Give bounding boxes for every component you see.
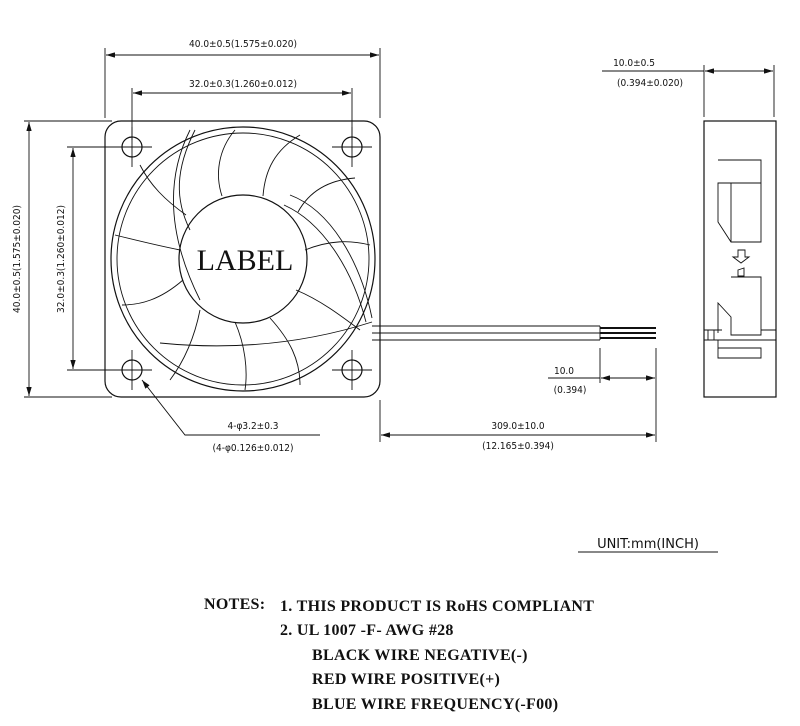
note-line: RED WIRE POSITIVE(+) (312, 671, 500, 688)
fan-hub (178, 194, 308, 324)
dim-wire-length: 309.0±10.0 (491, 421, 545, 432)
fan-shroud (110, 126, 376, 392)
dimensions: 40.0±0.5(1.575±0.020) 32.0±0.3(1.260±0.0… (12, 39, 775, 454)
dim-thickness: 10.0±0.5 (613, 58, 655, 69)
fan-front-view: LABEL (104, 120, 381, 398)
spoke (173, 129, 201, 301)
side-clip-top (717, 159, 762, 243)
hub-label: LABEL (197, 244, 294, 277)
notes: NOTES: 1. THIS PRODUCT IS RoHS COMPLIANT… (204, 596, 594, 713)
note-line: 1. THIS PRODUCT IS RoHS COMPLIANT (280, 598, 594, 615)
note-line: BLACK WIRE NEGATIVE(-) (312, 647, 528, 664)
dim-thickness-inch: (0.394±0.020) (617, 78, 683, 89)
dim-strip-length: 10.0 (554, 366, 574, 377)
dim-strip-length-inch: (0.394) (554, 385, 587, 396)
wire-channel (289, 194, 373, 319)
fan-side-view (703, 120, 777, 398)
note-line: BLUE WIRE FREQUENCY(-F00) (312, 696, 558, 713)
lead-wires (372, 325, 656, 341)
dim-hole-spacing-height: 32.0±0.3(1.260±0.012) (56, 205, 67, 313)
dim-overall-width: 40.0±0.5(1.575±0.020) (189, 39, 297, 50)
fan-frame (104, 120, 381, 398)
dim-hole-diameter: 4-φ3.2±0.3 (227, 421, 278, 432)
note-line: 2. UL 1007 -F- AWG #28 (280, 622, 454, 639)
dim-hole-spacing-width: 32.0±0.3(1.260±0.012) (189, 79, 297, 90)
notes-heading: NOTES: (204, 596, 265, 613)
side-clip-bottom (717, 276, 762, 336)
airflow-arrow-icon (731, 249, 751, 264)
fan-blades (114, 129, 371, 391)
dim-hole-diameter-inch: (4-φ0.126±0.012) (213, 443, 294, 454)
dim-overall-height: 40.0±0.5(1.575±0.020) (12, 205, 23, 313)
unit-label: UNIT:mm(INCH) (597, 537, 699, 552)
dim-wire-length-inch: (12.165±0.394) (482, 441, 554, 452)
